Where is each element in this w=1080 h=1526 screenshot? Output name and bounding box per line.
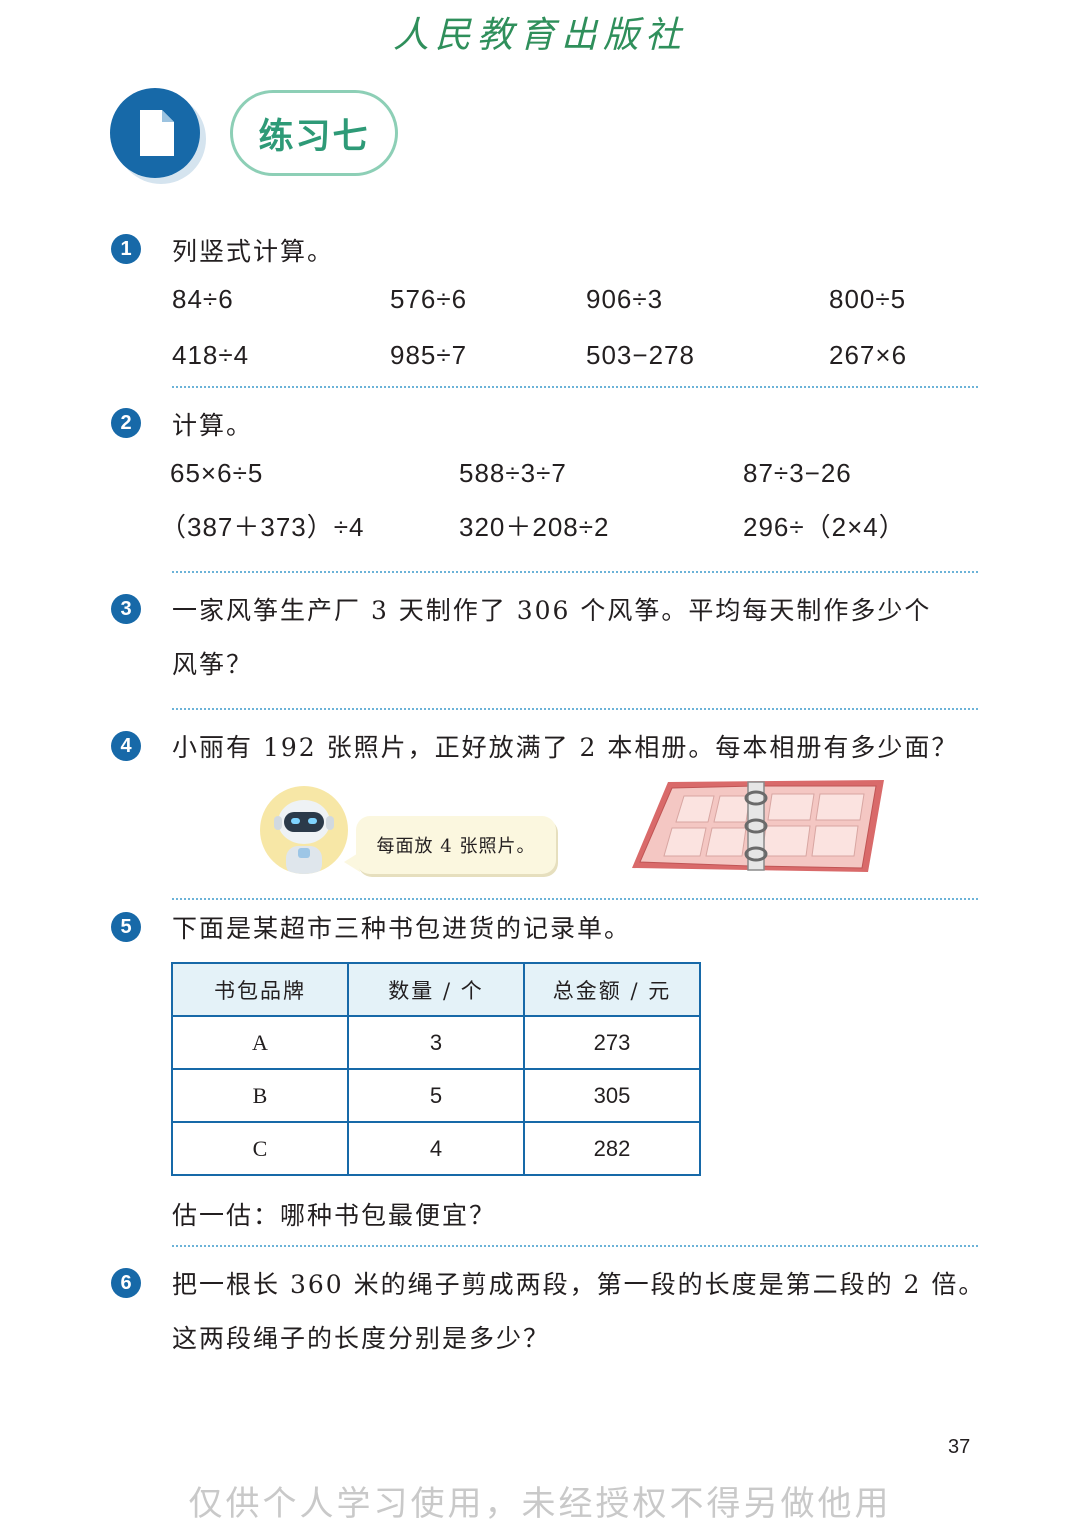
q1-expression: 503−278 <box>586 340 695 370</box>
table-header: 总金额 / 元 <box>523 962 701 1017</box>
question-number-5: 5 <box>111 912 141 942</box>
q3-text-line2: 风筝？ <box>172 650 254 679</box>
watermark-text: 仅供个人学习使用，未经授权不得另做他用 <box>188 1484 892 1524</box>
table-cell: 305 <box>523 1068 701 1123</box>
table-header: 数量 / 个 <box>347 962 525 1017</box>
question-number-1: 1 <box>111 234 141 264</box>
section-divider <box>172 898 978 900</box>
section-divider <box>172 1245 978 1247</box>
q1-expression: 906÷3 <box>586 284 664 314</box>
q5-question: 估一估：哪种书包最便宜？ <box>172 1201 497 1230</box>
q2-instruction: 计算。 <box>172 411 254 440</box>
q1-instruction: 列竖式计算。 <box>172 237 335 266</box>
table-cell: C <box>171 1121 349 1176</box>
exercise-title-badge: 练习七 <box>230 90 398 176</box>
section-divider <box>172 708 978 710</box>
table-header-row: 书包品牌 数量 / 个 总金额 / 元 <box>171 962 701 1017</box>
exercise-title: 练习七 <box>258 116 370 157</box>
table-row: A 3 273 <box>171 1015 701 1070</box>
q2-expression: 87÷3−26 <box>743 458 852 488</box>
table-cell: 5 <box>347 1068 525 1123</box>
q3-text-line1: 一家风筝生产厂 3 天制作了 306 个风筝。平均每天制作多少个 <box>172 596 932 625</box>
q6-text-line2: 这两段绳子的长度分别是多少？ <box>172 1324 551 1353</box>
question-number-3: 3 <box>111 594 141 624</box>
publisher-logo: 人民教育出版社 <box>392 15 687 56</box>
q1-expression: 418÷4 <box>172 340 250 370</box>
page-number: 37 <box>948 1436 971 1458</box>
q6-text-line1: 把一根长 360 米的绳子剪成两段，第一段的长度是第二段的 2 倍。 <box>172 1270 986 1299</box>
photo-album-illustration <box>628 774 890 886</box>
table-row: B 5 305 <box>171 1068 701 1123</box>
q1-expression: 84÷6 <box>172 284 234 314</box>
q5-text: 下面是某超市三种书包进货的记录单。 <box>172 914 632 943</box>
table-cell: B <box>171 1068 349 1123</box>
table-cell: A <box>171 1015 349 1070</box>
question-number-2: 2 <box>111 408 141 438</box>
section-divider <box>172 571 978 573</box>
q1-expression: 800÷5 <box>829 284 907 314</box>
robot-avatar <box>260 786 348 874</box>
question-number-4: 4 <box>111 731 141 761</box>
q2-expression: 588÷3÷7 <box>459 458 567 488</box>
document-icon <box>110 88 200 178</box>
table-row: C 4 282 <box>171 1121 701 1176</box>
backpack-record-table: 书包品牌 数量 / 个 总金额 / 元 A 3 273 B 5 305 C 4 … <box>171 962 701 1176</box>
table-cell: 4 <box>347 1121 525 1176</box>
q2-expression: 296÷（2×4） <box>743 512 906 542</box>
q2-expression: 320＋208÷2 <box>459 512 610 542</box>
q1-expression: 985÷7 <box>390 340 468 370</box>
q2-expression: （387＋373）÷4 <box>160 512 365 542</box>
q1-expression: 267×6 <box>829 340 908 370</box>
section-divider <box>172 386 978 388</box>
table-header: 书包品牌 <box>171 962 349 1017</box>
table-cell: 273 <box>523 1015 701 1070</box>
table-cell: 282 <box>523 1121 701 1176</box>
q4-text: 小丽有 192 张照片，正好放满了 2 本相册。每本相册有多少面？ <box>172 733 959 762</box>
question-number-6: 6 <box>111 1268 141 1298</box>
speech-bubble: 每面放 4 张照片。 <box>356 816 556 874</box>
q2-expression: 65×6÷5 <box>170 458 264 488</box>
q1-expression: 576÷6 <box>390 284 468 314</box>
table-cell: 3 <box>347 1015 525 1070</box>
